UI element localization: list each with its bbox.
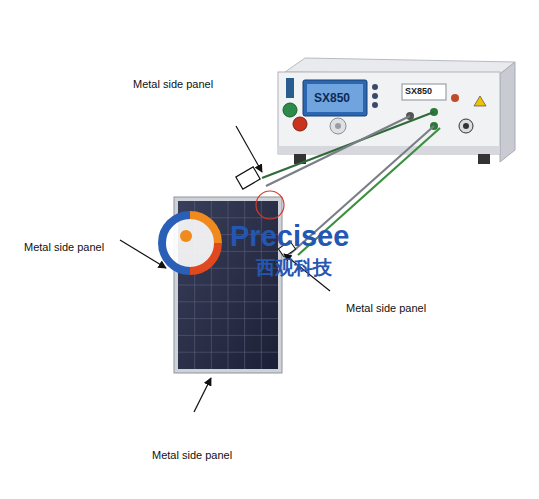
cell-line [178, 301, 278, 302]
watermark: Precisee [230, 220, 349, 253]
cell-line [178, 318, 278, 319]
watermark-logo [162, 215, 218, 271]
screen-text: SX850 [314, 91, 350, 105]
cell-line [178, 335, 278, 336]
tester-device [278, 58, 515, 164]
highlight-circle [256, 191, 284, 219]
part-label: Metal side panel [346, 302, 426, 314]
part-label: Metal side panel [152, 449, 232, 461]
watermark: 西观科技 [256, 255, 332, 281]
part-label: Metal side panel [24, 241, 104, 253]
model-label: SX850 [405, 86, 432, 96]
part-label: Metal side panel [133, 78, 213, 90]
connector-plug [236, 167, 260, 189]
cell-line [178, 352, 278, 353]
cell-line [178, 285, 278, 286]
